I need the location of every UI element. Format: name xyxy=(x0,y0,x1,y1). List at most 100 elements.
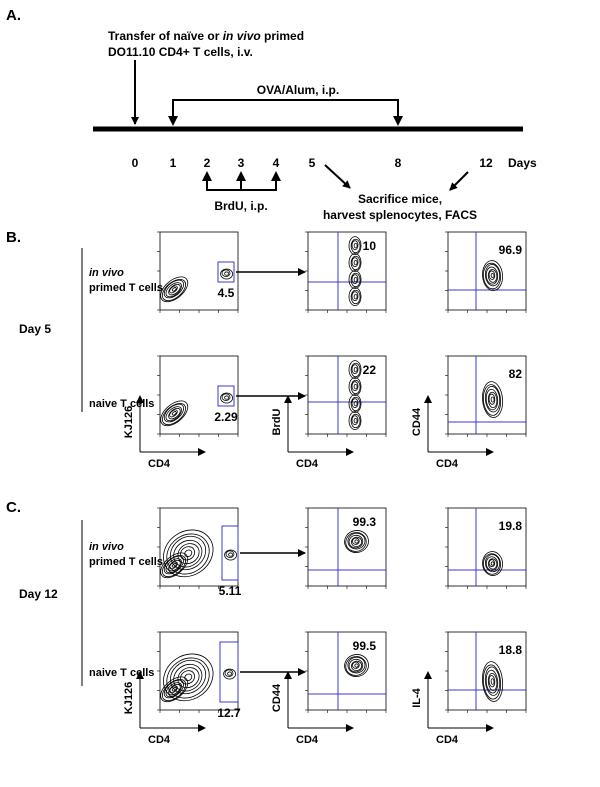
population-contour xyxy=(482,661,504,702)
population-contour xyxy=(166,533,210,575)
y-axis-label: KJ126 xyxy=(123,682,135,714)
population-contour xyxy=(484,666,501,696)
population-contour xyxy=(344,654,369,677)
population-contour xyxy=(482,262,502,290)
population-contour xyxy=(354,539,359,544)
day-label-c: Day 12 xyxy=(19,587,58,601)
gated-population-contour xyxy=(225,550,235,558)
population-contour xyxy=(484,385,501,413)
population-contour xyxy=(345,532,367,552)
population-contour xyxy=(173,663,203,692)
population-contour xyxy=(485,266,499,285)
population-contour xyxy=(177,543,200,565)
quadrant-percentage: 22 xyxy=(363,363,377,377)
population-contour xyxy=(348,253,362,273)
row-label-c2: naive T cells xyxy=(89,667,154,679)
population-contour xyxy=(348,360,362,380)
population-contour xyxy=(353,400,358,407)
panel-label-a: A. xyxy=(6,7,21,24)
population-contour xyxy=(351,240,359,251)
quadrant-percentage: 19.8 xyxy=(499,519,523,533)
population-contour xyxy=(163,653,214,702)
population-contour xyxy=(350,413,361,429)
sacrifice-arrow-left xyxy=(324,164,351,189)
x-axis-label: CD4 xyxy=(296,734,319,746)
population-contour xyxy=(351,274,359,285)
gated-population-contour xyxy=(224,549,238,561)
quadrant-percentage: 99.5 xyxy=(353,639,377,653)
population-contour xyxy=(351,415,359,426)
ova-bracket xyxy=(172,99,399,124)
panel-label-b: B. xyxy=(6,229,21,246)
population-contour xyxy=(490,678,495,685)
population-contour xyxy=(351,381,359,392)
transfer-label-line2: DO11.10 CD4+ T cells, i.v. xyxy=(108,45,253,59)
population-contour xyxy=(354,663,359,668)
population-contour xyxy=(490,396,495,403)
population-contour xyxy=(353,242,358,249)
day-label: 0 xyxy=(132,156,139,170)
x-axis-label: CD4 xyxy=(436,458,459,470)
population-contour xyxy=(353,417,358,424)
day-label: 3 xyxy=(238,156,245,170)
kj126-gate xyxy=(217,261,235,283)
gated-population-contour xyxy=(220,392,234,404)
population-contour xyxy=(348,287,362,307)
panel-b: B. Day 5 in vivo primed T cells naive T … xyxy=(6,229,527,470)
population-contour xyxy=(177,667,200,689)
population-contour xyxy=(353,383,358,390)
brdu-label: BrdU, i.p. xyxy=(214,199,267,213)
kj126-gate xyxy=(219,641,239,703)
population-contour xyxy=(163,403,185,423)
population-contour xyxy=(347,656,366,674)
population-contour xyxy=(161,402,187,426)
population-contour xyxy=(348,411,362,431)
population-contour xyxy=(348,394,362,414)
population-contour xyxy=(482,664,502,700)
population-contour xyxy=(350,396,361,412)
population-contour xyxy=(348,236,362,256)
population-contour xyxy=(184,673,193,682)
population-contour xyxy=(160,552,189,579)
gate-percentage: 12.7 xyxy=(217,706,241,720)
population-contour xyxy=(163,529,214,578)
y-axis-label: CD44 xyxy=(271,683,283,712)
population-contour xyxy=(166,657,210,699)
population-contour xyxy=(353,276,358,283)
population-contour xyxy=(487,269,498,283)
population-contour xyxy=(488,393,496,405)
population-contour xyxy=(351,536,363,548)
x-axis-label: CD4 xyxy=(148,734,171,746)
panel-c: C. Day 12 in vivo primed T cells naive T… xyxy=(6,499,527,746)
day-label: 5 xyxy=(309,156,316,170)
quadrant-percentage: 99.3 xyxy=(353,515,377,529)
day-label: 8 xyxy=(395,156,402,170)
population-contour xyxy=(351,364,359,375)
population-contour xyxy=(169,685,178,694)
population-contour xyxy=(482,551,503,576)
population-contour xyxy=(351,291,359,302)
population-contour xyxy=(351,660,363,672)
day-label: 4 xyxy=(273,156,280,170)
population-contour xyxy=(351,257,359,268)
population-contour xyxy=(160,400,189,427)
population-contour xyxy=(353,259,358,266)
population-contour xyxy=(165,282,182,298)
population-contour xyxy=(163,679,185,699)
population-contour xyxy=(173,539,203,568)
sacrifice-arrow-right xyxy=(449,171,469,191)
row-label-c1: primed T cells xyxy=(89,556,163,568)
population-contour xyxy=(165,406,182,422)
population-contour xyxy=(482,384,502,416)
population-contour xyxy=(483,553,501,575)
gate-percentage: 4.5 xyxy=(218,286,235,300)
population-contour xyxy=(350,362,361,378)
population-contour xyxy=(485,556,499,571)
population-contour xyxy=(344,530,369,553)
x-axis-label: CD4 xyxy=(436,734,459,746)
kj126-gate xyxy=(221,525,239,581)
population-contour xyxy=(482,381,504,418)
population-contour xyxy=(487,673,498,691)
ova-label: OVA/Alum, i.p. xyxy=(257,83,339,97)
